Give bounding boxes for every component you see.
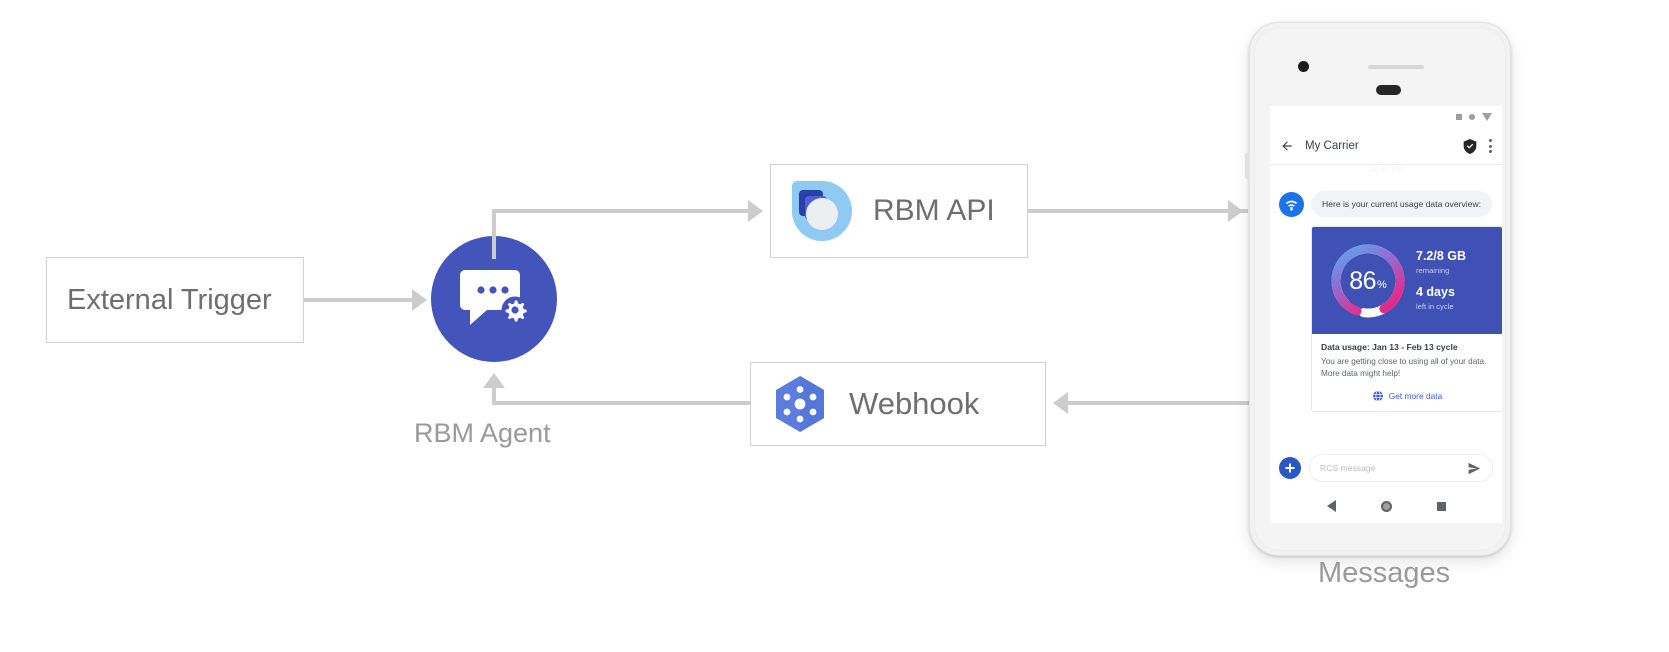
nav-back-icon[interactable] <box>1326 500 1336 512</box>
plus-icon[interactable] <box>1279 457 1301 479</box>
android-nav-bar <box>1270 489 1502 523</box>
arrow-agent-to-api <box>748 200 763 222</box>
external-trigger-label: External Trigger <box>67 283 272 316</box>
conversation-title: My Carrier <box>1305 140 1359 152</box>
connector-webhook-to-agent-horizontal <box>492 401 750 405</box>
status-bar <box>1270 106 1502 128</box>
connector-agent-to-api-vertical <box>492 209 496 259</box>
verified-shield-icon <box>1463 138 1477 154</box>
data-remaining-label: remaining <box>1416 266 1450 276</box>
app-bar: My Carrier 12:30 PM <box>1270 128 1502 173</box>
arrow-trigger-to-agent <box>412 289 427 311</box>
node-external-trigger[interactable]: External Trigger <box>46 257 304 343</box>
rcs-message-placeholder: RCS message <box>1320 463 1376 473</box>
card-hero: 86 % 7.2/8 GB remaining 4 days <box>1312 227 1502 335</box>
phone-side-button[interactable] <box>1245 153 1249 179</box>
battery-triangle-icon <box>1482 113 1492 121</box>
rbm-api-droplet-icon <box>792 181 852 241</box>
kebab-menu-icon[interactable] <box>1489 139 1492 153</box>
carrier-wifi-avatar-icon <box>1279 192 1304 218</box>
signal-dot-icon <box>1469 114 1475 120</box>
conversation-area: Here is your current usage data overview… <box>1270 165 1502 412</box>
cycle-remaining-value: 4 days <box>1416 285 1455 300</box>
card-hero-stats: 7.2/8 GB remaining 4 days left in cycle <box>1416 227 1494 334</box>
card-title: Data usage: Jan 13 - Feb 13 cycle <box>1321 342 1458 353</box>
connector-agent-to-api-horizontal <box>492 209 750 213</box>
back-arrow-icon[interactable] <box>1280 139 1294 153</box>
nav-home-icon[interactable] <box>1380 500 1392 512</box>
usage-gauge: 86 % <box>1326 239 1410 323</box>
get-more-data-button[interactable]: Get more data <box>1321 390 1493 402</box>
phone-screen: My Carrier 12:30 PM <box>1270 106 1502 523</box>
connector-api-to-phone <box>1028 209 1248 213</box>
front-camera-icon <box>1298 61 1309 72</box>
gauge-symbol: % <box>1377 278 1387 291</box>
node-rbm-api[interactable]: RBM API <box>770 164 1028 258</box>
arrow-webhook-to-agent <box>483 373 505 388</box>
message-row: Here is your current usage data overview… <box>1279 191 1493 218</box>
phone-device: My Carrier 12:30 PM <box>1245 22 1511 556</box>
message-composer: RCS message <box>1270 447 1502 489</box>
gauge-value: 86 <box>1349 266 1377 295</box>
connector-webhook-to-agent-vertical <box>492 388 496 403</box>
connector-phone-to-webhook <box>1068 401 1252 405</box>
cycle-remaining-stat: 4 days left in cycle <box>1416 285 1494 311</box>
phone-bezel: My Carrier 12:30 PM <box>1254 27 1506 551</box>
arrow-api-to-phone <box>1228 200 1243 222</box>
connector-trigger-to-agent <box>304 298 414 302</box>
card-body: Data usage: Jan 13 - Feb 13 cycle You ar… <box>1312 334 1502 411</box>
webhook-label: Webhook <box>849 386 980 421</box>
nav-recents-icon[interactable] <box>1436 501 1446 511</box>
rbm-agent-caption: RBM Agent <box>414 418 551 448</box>
card-description: You are getting close to using all of yo… <box>1321 357 1487 379</box>
rcs-message-input[interactable]: RCS message <box>1309 454 1493 482</box>
messages-caption: Messages <box>1318 557 1451 589</box>
rbm-api-label: RBM API <box>873 194 995 227</box>
conversation-timestamp: 12:30 PM <box>1369 166 1403 173</box>
data-remaining-value: 7.2/8 GB <box>1416 249 1467 264</box>
gauge-percent-readout: 86 % <box>1326 239 1410 323</box>
send-icon[interactable] <box>1467 461 1482 476</box>
signal-square-icon <box>1456 114 1462 120</box>
rich-card[interactable]: 86 % 7.2/8 GB remaining 4 days <box>1311 226 1502 412</box>
node-webhook[interactable]: Webhook <box>750 362 1046 446</box>
earpiece-speaker <box>1376 85 1401 95</box>
sensor-strip <box>1368 65 1424 69</box>
arrow-phone-to-webhook <box>1053 392 1068 414</box>
webhook-hexagon-icon <box>776 376 824 432</box>
message-bubble: Here is your current usage data overview… <box>1311 191 1493 218</box>
globe-icon <box>1372 390 1383 402</box>
chat-gear-icon <box>460 270 529 325</box>
get-more-data-label: Get more data <box>1388 390 1443 401</box>
data-remaining-stat: 7.2/8 GB remaining <box>1416 249 1494 276</box>
cycle-remaining-label: left in cycle <box>1416 301 1454 311</box>
